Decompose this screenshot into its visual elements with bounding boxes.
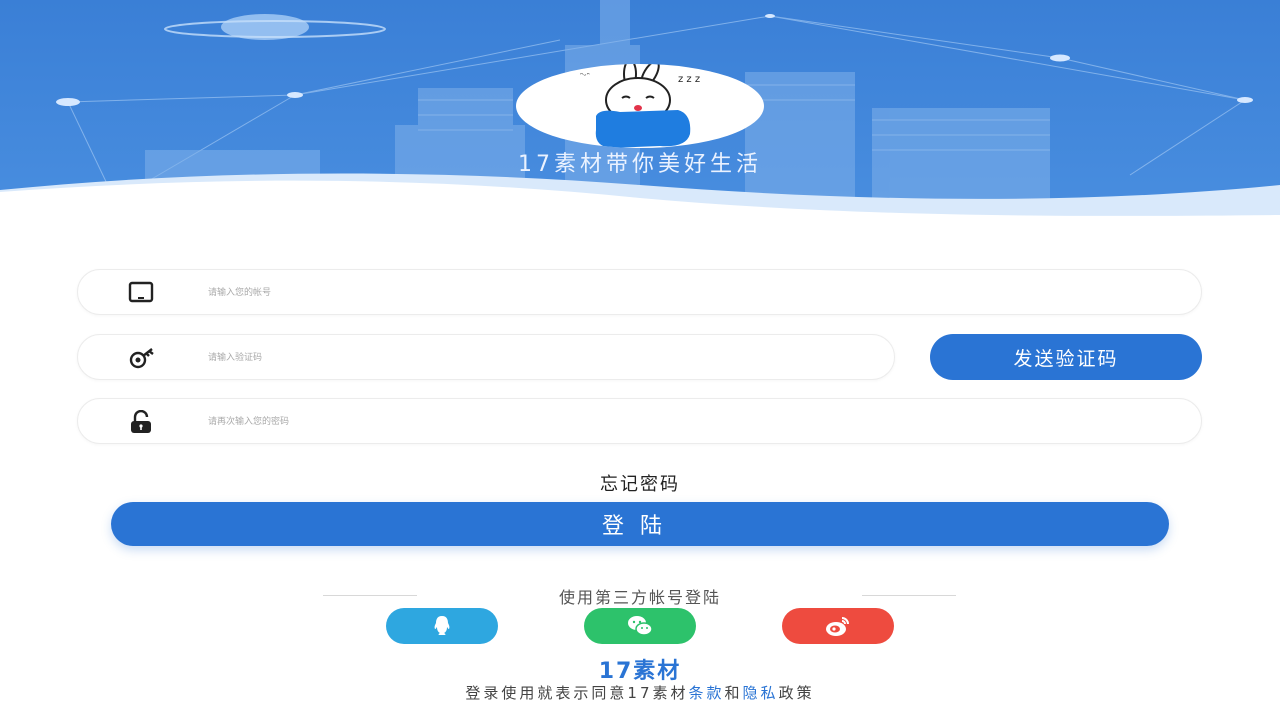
- header-banner: z z z ᵔᵕᵔ 17素材带你美好生活: [0, 0, 1280, 230]
- weibo-icon: [826, 617, 849, 636]
- agreement-prefix: 登录使用就表示同意17素材: [465, 684, 689, 702]
- wechat-icon: [628, 616, 653, 636]
- brand-logo: 17素材: [598, 659, 682, 684]
- password-input[interactable]: [208, 407, 808, 437]
- terms-link[interactable]: 条款: [688, 684, 725, 702]
- forgot-password-link[interactable]: 忘记密码: [600, 474, 680, 495]
- account-field[interactable]: [77, 269, 1202, 315]
- password-field[interactable]: [77, 398, 1202, 444]
- third-party-title: 使用第三方帐号登陆: [558, 588, 721, 607]
- forgot-password-row: 忘记密码: [0, 470, 1280, 496]
- agreement-suffix: 政策: [778, 684, 815, 702]
- slogan: 17素材带你美好生活: [518, 152, 762, 177]
- svg-text:z z z: z z z: [678, 74, 700, 85]
- bunny-mascot-icon: z z z ᵔᵕᵔ: [580, 64, 700, 148]
- wechat-login-button[interactable]: [584, 608, 696, 644]
- verification-code-input[interactable]: [208, 343, 808, 373]
- privacy-link[interactable]: 隐私: [742, 684, 779, 702]
- key-icon: [129, 348, 154, 369]
- divider-right: [862, 595, 956, 596]
- account-input[interactable]: [208, 278, 808, 308]
- lock-icon: [131, 410, 151, 433]
- login-button[interactable]: 登陆: [111, 502, 1169, 546]
- tablet-icon: [128, 281, 154, 303]
- city-background: [0, 0, 1280, 230]
- agreement-text: 登录使用就表示同意17素材条款和隐私政策: [0, 682, 1280, 703]
- agreement-and: 和: [724, 684, 743, 702]
- avatar: z z z ᵔᵕᵔ: [516, 64, 764, 148]
- divider-left: [323, 595, 417, 596]
- svg-text:ᵔᵕᵔ: ᵔᵕᵔ: [580, 71, 590, 80]
- weibo-login-button[interactable]: [782, 608, 894, 644]
- qq-login-button[interactable]: [386, 608, 498, 644]
- send-code-button[interactable]: 发送验证码: [930, 334, 1202, 380]
- qq-icon: [434, 616, 450, 635]
- verification-code-field[interactable]: [77, 334, 895, 380]
